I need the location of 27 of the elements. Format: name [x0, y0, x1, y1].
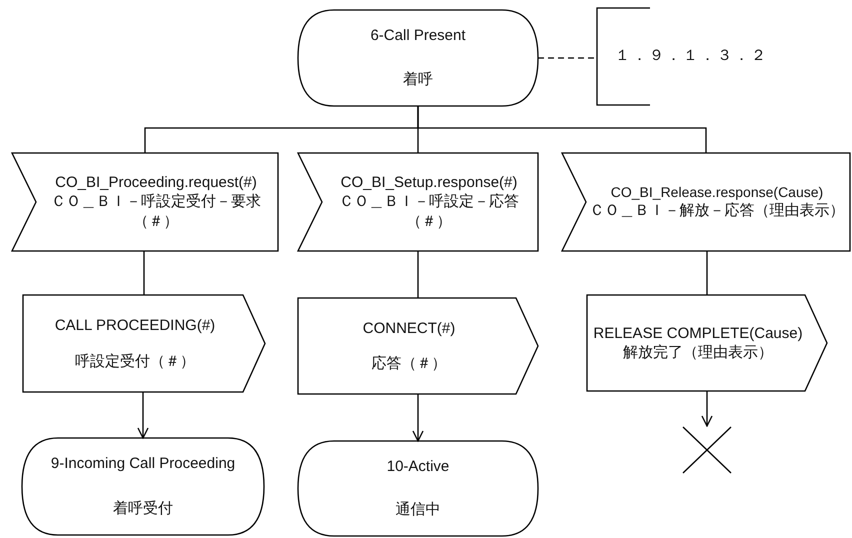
state-name: 9-Incoming Call Proceeding [50, 454, 236, 474]
signal-name: CO_BI_Release.response(Cause) [610, 183, 824, 202]
state-description: 通信中 [394, 500, 442, 520]
connector-line [417, 106, 707, 153]
state-description: 着呼 [402, 70, 434, 90]
signal-name: CO_BI_Setup.response(#) [340, 172, 518, 192]
message-name: CALL PROCEEDING(#) [54, 316, 216, 336]
connector-line [143, 251, 145, 295]
signal-name: CO_BI_Proceeding.request(#) [55, 172, 257, 192]
state-description: 着呼受付 [112, 499, 174, 518]
signal-name: ＣＯ＿ＢＩ－呼設定受付－要求（＃） [50, 192, 262, 232]
message-name: RELEASE COMPLETE(Cause) [593, 324, 803, 343]
connector-line [538, 57, 597, 59]
message-name: 応答（＃） [372, 354, 446, 374]
connector-line [417, 251, 419, 298]
signal-name: ＣＯ＿ＢＩ－解放－応答（理由表示） [590, 201, 844, 221]
connector-line [706, 251, 708, 295]
section-number: １．９．１．３．２ [615, 46, 769, 65]
arrow [701, 391, 713, 427]
signal-name: ＣＯ＿ＢＩ－呼設定－応答（＃） [338, 192, 520, 232]
state-name: 6-Call Present [369, 26, 467, 46]
arrow [412, 394, 424, 442]
message-name: 呼設定受付（＃） [75, 352, 195, 371]
arrow [137, 392, 149, 439]
message-name: 解放完了（理由表示） [623, 343, 773, 362]
state-name: 10-Active [386, 457, 450, 476]
message-name: CONNECT(#) [362, 318, 456, 338]
